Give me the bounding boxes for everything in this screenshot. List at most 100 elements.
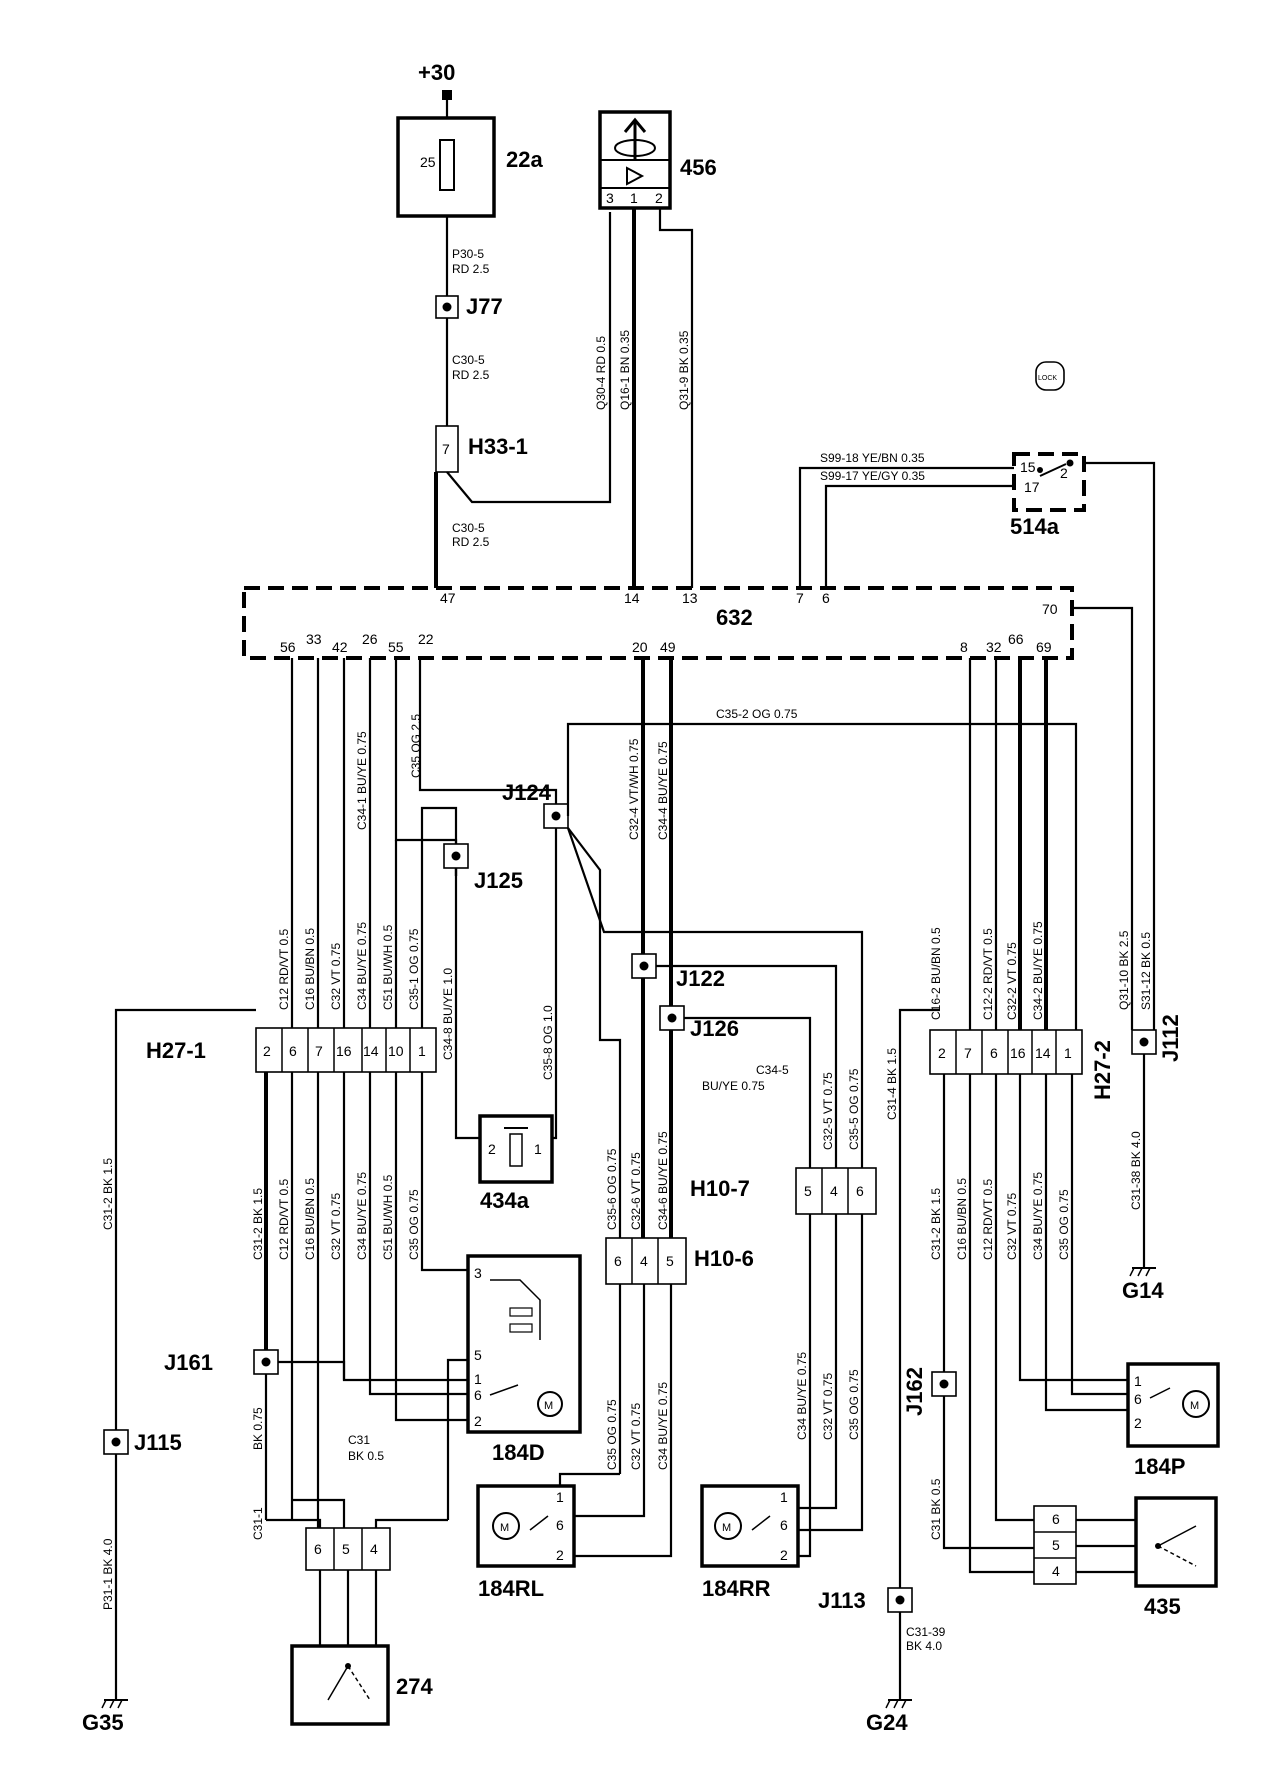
wire-label: C31-4 BK 1.5: [885, 1048, 899, 1120]
wire-label: C34 BU/YE 0.75: [656, 1382, 670, 1470]
wire-label: C31-1: [251, 1507, 265, 1540]
wire-label: C31 BK 0.5: [929, 1478, 943, 1540]
wire-label: C32 VT 0.75: [629, 1403, 643, 1470]
fuse-rating: 25: [420, 154, 436, 170]
wire-label: C32-2 VT 0.75: [1005, 942, 1019, 1020]
wire-label: C35-5 OG 0.75: [847, 1068, 861, 1150]
wire-label: C51 BU/WH 0.5: [381, 1174, 395, 1260]
pin-label: 5: [804, 1183, 812, 1199]
wire-label: C31-2 BK 1.5: [251, 1188, 265, 1260]
wire-label: C12-2 RD/VT 0.5: [981, 928, 995, 1020]
pin-label: 10: [388, 1043, 404, 1059]
wire-label: C30-5: [452, 521, 485, 535]
switch-274: 6 5 4 274: [290, 1527, 433, 1726]
junction-j112: J112: [1131, 1014, 1183, 1062]
wire-label: C34 BU/YE 0.75: [355, 922, 369, 1010]
wire-label: C51 BU/WH 0.5: [381, 924, 395, 1010]
wire-label: BK 0.75: [251, 1407, 265, 1450]
pin-label: 6: [1134, 1391, 1142, 1407]
wire-label: C34 BU/YE 0.75: [355, 1172, 369, 1260]
svg-text:M: M: [544, 1400, 553, 1412]
junction-j115: J115: [103, 1429, 182, 1455]
wire-label: C34-2 BU/YE 0.75: [1031, 921, 1045, 1020]
wire-label: C32 VT 0.75: [821, 1373, 835, 1440]
component-label: 456: [680, 155, 717, 180]
pin-label: 6: [474, 1387, 482, 1403]
wire-label: C35 OG 2.5: [409, 714, 423, 778]
wire-label: C12 RD/VT 0.5: [277, 929, 291, 1010]
pin-label: 5: [1052, 1537, 1060, 1553]
ground-g24: G24: [866, 1699, 912, 1735]
pin-label: 1: [474, 1371, 482, 1387]
pin-label: 6: [556, 1517, 564, 1533]
pin-label: 1: [556, 1489, 564, 1505]
supply-terminal: [442, 90, 452, 100]
pin-label: 16: [336, 1043, 352, 1059]
wire-label: C34-4 BU/YE 0.75: [656, 741, 670, 840]
switch-435: 6 5 4 435: [1033, 1496, 1218, 1619]
wire-label: C31-2 BK 1.5: [929, 1188, 943, 1260]
wire-label: C35 OG 0.75: [1057, 1189, 1071, 1260]
pin-label: 13: [682, 590, 698, 606]
wire-label: C16 BU/BN 0.5: [303, 928, 317, 1010]
pin-label: 6: [822, 590, 830, 606]
module-label: 632: [716, 605, 753, 630]
wire-label: C34-1 BU/YE 0.75: [355, 731, 369, 830]
pin-label: 2: [263, 1043, 271, 1059]
wire-label: C32 VT 0.75: [329, 943, 343, 1010]
supply-label: +30: [418, 60, 455, 85]
wire-label: RD 2.5: [452, 262, 490, 276]
wire-label: C12 RD/VT 0.5: [981, 1179, 995, 1260]
relay-434a: 2 1 434a: [478, 1114, 554, 1213]
component-label: 184RL: [478, 1576, 544, 1601]
wire-label: C12 RD/VT 0.5: [277, 1179, 291, 1260]
component-label: 184D: [492, 1440, 545, 1465]
pin-label: 70: [1042, 601, 1058, 617]
svg-text:M: M: [500, 1522, 509, 1534]
pin-label: 1: [1134, 1373, 1142, 1389]
wire-label: C35-6 OG 0.75: [605, 1148, 619, 1230]
junction-j122: J122: [631, 953, 725, 991]
pin-label: 22: [418, 631, 434, 647]
pin-label: 6: [614, 1253, 622, 1269]
wire-label: C35 OG 0.75: [407, 1189, 421, 1260]
motor-184rr: M 1 6 2: [700, 1484, 800, 1568]
pin-label: 2: [655, 190, 663, 206]
pin-label: 1: [780, 1489, 788, 1505]
wire-label: C34-6 BU/YE 0.75: [656, 1131, 670, 1230]
fuse-id: 22a: [506, 147, 543, 172]
wire-label: C35-2 OG 0.75: [716, 707, 798, 721]
pin-label: 15: [1020, 459, 1036, 475]
component-label: 274: [396, 1674, 433, 1699]
pin-label: 2: [1134, 1415, 1142, 1431]
wire-label: C32-5 VT 0.75: [821, 1072, 835, 1150]
pin-label: 2: [938, 1045, 946, 1061]
junction-j162: J162: [902, 1367, 957, 1416]
junction-label: J112: [1158, 1014, 1183, 1062]
pin-label: 7: [442, 441, 450, 457]
pin-label: 2: [556, 1547, 564, 1563]
wire-label: C31-2 BK 1.5: [101, 1158, 115, 1230]
pin-label: 56: [280, 639, 296, 655]
pin-label: 16: [1010, 1045, 1026, 1061]
pin-label: 32: [986, 639, 1002, 655]
wire-label: C35 OG 0.75: [605, 1399, 619, 1470]
pin-label: 20: [632, 639, 648, 655]
wire-label: BU/YE 0.75: [702, 1079, 765, 1093]
junction-label: J161: [164, 1350, 213, 1375]
pin-label: 1: [630, 190, 638, 206]
pin-label: 4: [640, 1253, 648, 1269]
wire-label: BK 0.5: [348, 1449, 384, 1463]
pin-label: 66: [1008, 631, 1024, 647]
pin-label: 4: [1052, 1563, 1060, 1579]
ground-label: G14: [1122, 1278, 1164, 1303]
connector-h33-1: 7 H33-1: [435, 425, 528, 473]
junction-j124: J124: [502, 780, 569, 829]
connector-h10-7: 5 4 6 H10-7: [690, 1167, 877, 1215]
component-label: 184RR: [702, 1576, 771, 1601]
pin-label: 6: [990, 1045, 998, 1061]
wire-label: C35 OG 0.75: [847, 1369, 861, 1440]
component-label: 435: [1144, 1594, 1181, 1619]
wire-label: C34 BU/YE 0.75: [795, 1352, 809, 1440]
ground-label: G35: [82, 1710, 124, 1735]
